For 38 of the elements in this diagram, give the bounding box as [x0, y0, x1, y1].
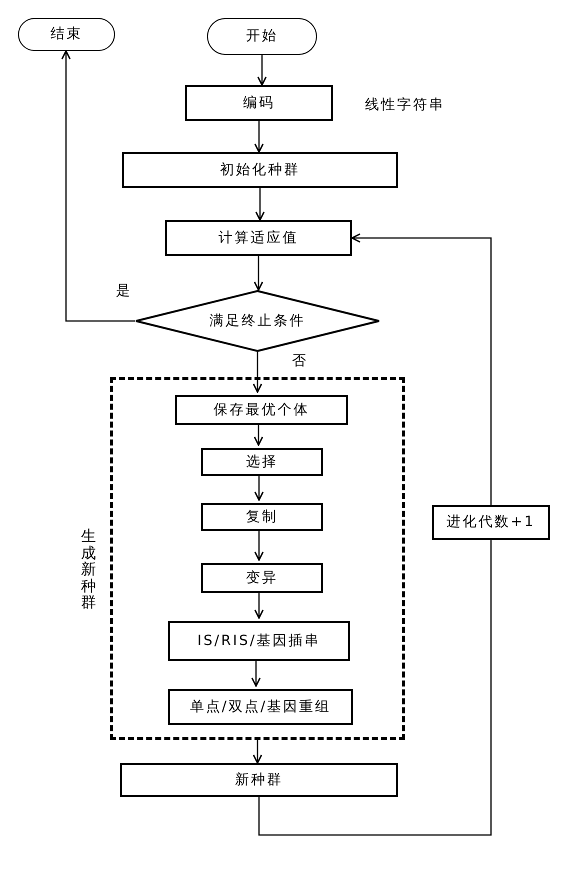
- node-label: 编码: [243, 94, 275, 112]
- node-label: 保存最优个体: [214, 400, 310, 420]
- arrow: [254, 256, 264, 291]
- process-box: [168, 689, 353, 725]
- terminal-node: [18, 18, 115, 51]
- arrow: [254, 121, 264, 153]
- process-box: [201, 563, 323, 593]
- node-label: 变异: [246, 568, 278, 588]
- node-label: 复制: [246, 508, 278, 526]
- process-box: [165, 220, 352, 256]
- process-box: [201, 448, 323, 476]
- process-box: [201, 503, 323, 531]
- node-label: 开始: [246, 27, 278, 46]
- node-label: 结束: [50, 25, 82, 44]
- node-label: 初始化种群: [220, 160, 300, 180]
- arrow: [252, 352, 262, 393]
- node-label: IS/RIS/基因插串: [197, 632, 321, 650]
- group-heading: 生成新种群: [81, 528, 96, 610]
- node-label: 满足终止条件: [210, 312, 306, 330]
- process-box: [432, 505, 550, 540]
- arrow: [252, 740, 262, 764]
- decision-diamond: [135, 290, 380, 352]
- terminal-node: [207, 18, 317, 55]
- node-label: 进化代数+1: [446, 513, 536, 532]
- node-label: 计算适应值: [218, 228, 298, 248]
- arrow: [255, 188, 265, 221]
- process-box: [120, 763, 398, 797]
- process-box: [168, 621, 350, 661]
- connector-line: [258, 540, 492, 836]
- node-label: 单点/双点/基因重组: [190, 698, 332, 716]
- process-box: [122, 152, 398, 188]
- node-label: 新种群: [235, 770, 283, 790]
- arrow: [61, 50, 135, 322]
- side-note: 线性字符串: [365, 96, 445, 115]
- node-label: 选择: [246, 452, 278, 472]
- arrow: [351, 233, 492, 505]
- arrow: [257, 55, 267, 86]
- process-box: [175, 395, 348, 425]
